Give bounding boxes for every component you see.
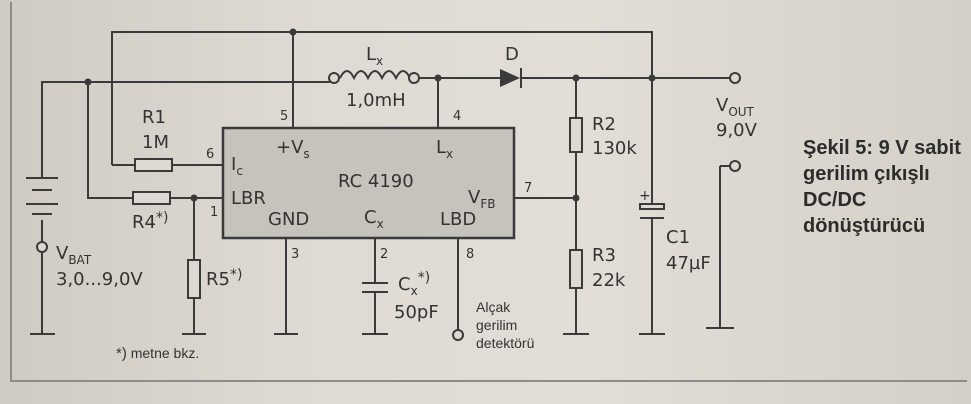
figure-frame (10, 2, 967, 382)
pin-lbd-label: LBD (440, 209, 476, 230)
caption-line-3: DC/DC (803, 189, 866, 211)
pin-number-3: 3 (291, 247, 299, 262)
output-label: VOUT (716, 95, 755, 119)
pin-vfb-label: VFB (468, 187, 495, 211)
r1-resistor (134, 158, 173, 172)
pin-number-8: 8 (466, 247, 474, 262)
pin-lbr-label: LBR (231, 188, 266, 209)
r4-label: R4*) (132, 210, 168, 233)
caption-line-1: Şekil 5: 9 V sabit (803, 137, 961, 159)
cx-label: Cx*) (398, 270, 430, 298)
r3-value: 22k (592, 270, 626, 291)
r4-resistor (132, 191, 171, 205)
r3-resistor (569, 249, 583, 289)
r5-label: R5*) (206, 267, 242, 290)
battery-label: VBAT (56, 243, 92, 267)
detector-label-3: detektörü (476, 335, 534, 351)
r3-name: R3 (592, 245, 616, 266)
pin-vs-label: +Vs (276, 137, 310, 161)
caption-line-2: gerilim çıkışlı (803, 163, 930, 185)
pin-number-6: 6 (206, 147, 214, 162)
detector-label-2: gerilim (476, 317, 517, 333)
r5-resistor (187, 259, 201, 299)
cx-capacitor (362, 282, 388, 293)
pin-ic-label: Ic (231, 154, 243, 178)
r2-name: R2 (592, 114, 616, 135)
ic-body (221, 126, 516, 240)
ic-name: RC 4190 (338, 171, 414, 192)
output-value: 9,0V (716, 120, 758, 141)
pin-lx-label: Lx (436, 137, 453, 161)
r1-value: 1M (142, 132, 169, 153)
pin-gnd-label: GND (268, 209, 309, 230)
output-terminal-top (729, 72, 741, 84)
c1-capacitor (639, 203, 665, 219)
cx-value: 50pF (394, 302, 439, 323)
r2-resistor (569, 117, 583, 153)
detector-label-1: Alçak (476, 299, 511, 315)
pin-number-2: 2 (380, 247, 388, 262)
battery-value: 3,0...9,0V (56, 269, 143, 290)
footnote: *) metne bkz. (116, 345, 199, 362)
c1-value: 47µF (666, 253, 711, 274)
c1-plus: + (639, 188, 651, 204)
lbd-terminal (452, 329, 464, 341)
battery-symbol (26, 177, 58, 253)
r2-value: 130k (592, 138, 637, 159)
pin-number-5: 5 (280, 109, 288, 124)
wires (41, 31, 735, 334)
inductor-name: Lx (366, 44, 383, 68)
inductor-value: 1,0mH (346, 90, 406, 111)
output-terminal-bottom (729, 160, 741, 172)
pin-number-4: 4 (453, 109, 461, 124)
pin-number-1: 1 (210, 205, 218, 220)
c1-name: C1 (666, 227, 690, 248)
junction-dots (84, 28, 656, 202)
inductor-lx (328, 70, 420, 84)
diode-name: D (505, 44, 519, 65)
diode-symbol (500, 68, 522, 88)
r1-name: R1 (142, 107, 166, 128)
ground-bars (30, 327, 734, 335)
caption-line-4: dönüştürücü (803, 215, 925, 237)
pin-cx-label: Cx (364, 207, 384, 231)
pin-number-7: 7 (524, 181, 532, 196)
